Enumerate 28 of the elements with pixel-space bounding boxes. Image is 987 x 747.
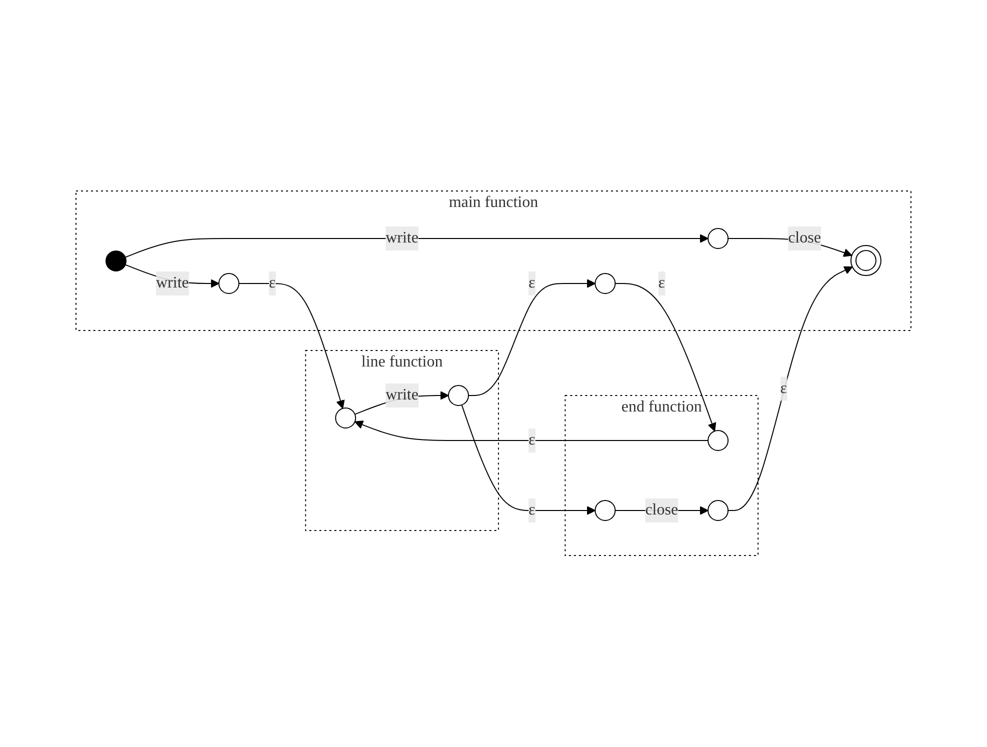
- node-circle: [335, 408, 356, 429]
- edge-label: write: [386, 230, 418, 247]
- arrow: [461, 404, 596, 516]
- edge-label: ε: [528, 502, 536, 519]
- arrow: [728, 266, 853, 512]
- arrow: [238, 283, 345, 410]
- node-circle: [850, 245, 882, 276]
- edge-label: write: [156, 274, 189, 292]
- node-circle: [218, 273, 240, 294]
- node-circle: [594, 273, 616, 294]
- edge-label: close: [645, 502, 678, 519]
- edge-label: write: [386, 386, 418, 404]
- edge-label: ε: [528, 432, 536, 449]
- edge-label: ε: [268, 274, 276, 292]
- arrow: [124, 234, 708, 258]
- node-circle: [106, 250, 127, 272]
- node-circle: [708, 430, 729, 452]
- arrow: [354, 420, 709, 442]
- node-circle: [708, 500, 729, 522]
- edge-label: ε: [780, 380, 788, 398]
- node-circle: [594, 500, 616, 522]
- edge-label: ε: [528, 274, 536, 292]
- edge-label: ε: [658, 274, 666, 292]
- arrow: [468, 279, 596, 396]
- arrow: [614, 283, 716, 432]
- node-circle: [448, 385, 469, 406]
- node-circle: [708, 228, 729, 250]
- edge-label: close: [788, 230, 821, 247]
